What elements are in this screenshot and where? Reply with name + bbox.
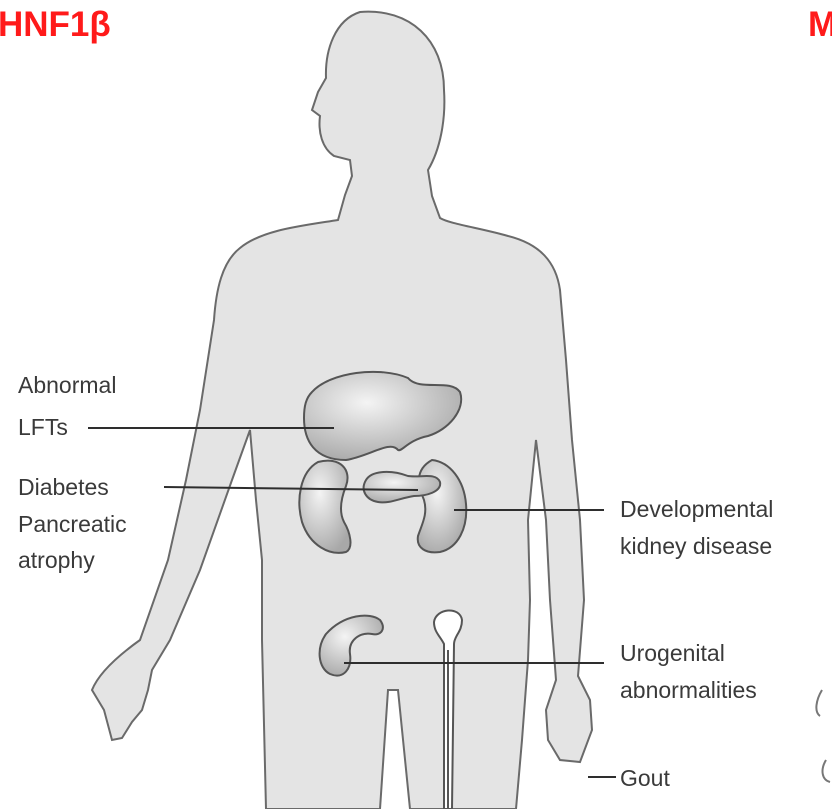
- label-abnormalities: abnormalities: [620, 677, 757, 703]
- label-diabetes: Diabetes: [18, 474, 109, 500]
- label-kidney-disease: kidney disease: [620, 533, 772, 559]
- label-lfts: LFTs: [18, 414, 68, 440]
- gene-title-left: HNF1β: [0, 5, 111, 44]
- label-urogenital: Urogenital: [620, 640, 725, 666]
- label-pancreatic: Pancreatic: [18, 511, 127, 537]
- label-atrophy: atrophy: [18, 547, 95, 573]
- partial-hand-sketch: [816, 690, 830, 782]
- label-developmental: Developmental: [620, 496, 773, 522]
- gene-title-right-partial: M: [808, 5, 832, 44]
- label-abnormal: Abnormal: [18, 372, 116, 398]
- label-gout: Gout: [620, 765, 670, 791]
